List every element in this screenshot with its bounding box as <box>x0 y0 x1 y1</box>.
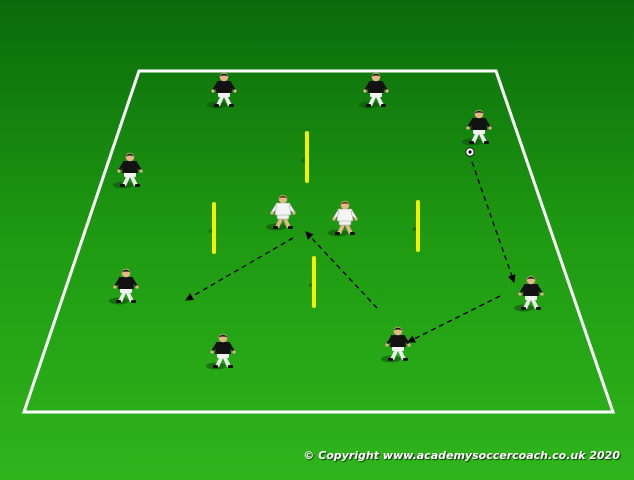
pass-arrow <box>185 237 294 301</box>
pitch-boundary <box>21 69 616 414</box>
pass-arrow <box>471 161 516 283</box>
ball-icon <box>465 147 475 157</box>
copyright-text: © Copyright www.academysoccercoach.co.uk… <box>303 449 620 462</box>
pass-arrow <box>407 295 501 343</box>
